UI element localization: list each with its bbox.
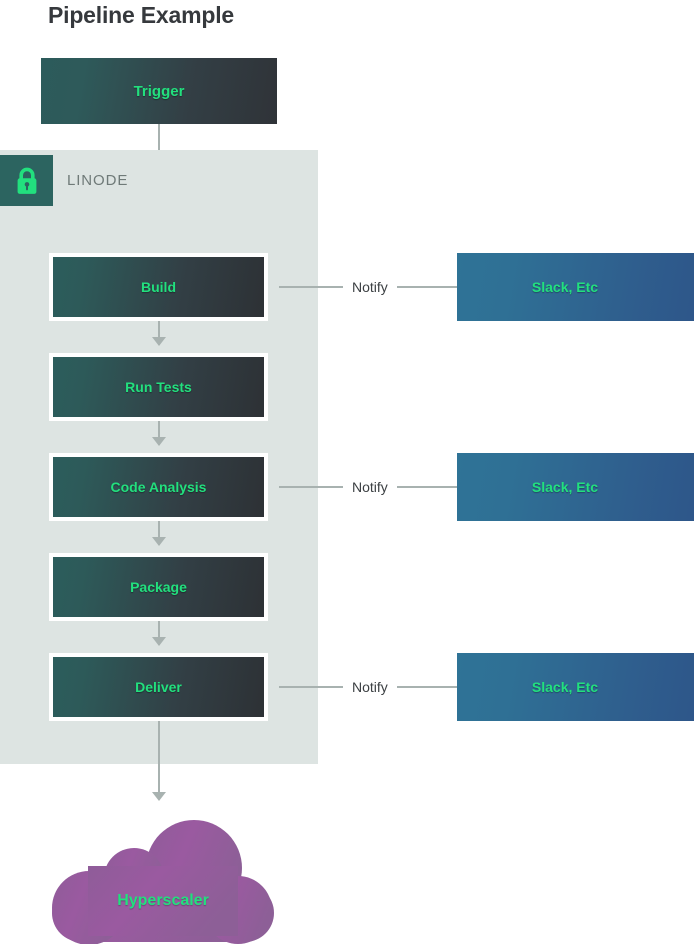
connector-deliver-to-hyperscaler [158,721,160,794]
connector-code-analysis-to-package [158,521,160,545]
page-title: Pipeline Example [48,2,234,28]
node-run-tests-label: Run Tests [125,379,192,395]
arrowhead-code-analysis-to-package [152,537,166,546]
arrowhead-run-tests-to-code-analysis [152,437,166,446]
node-package[interactable]: Package [49,553,268,621]
cloud-shape [52,820,274,945]
lock-icon [17,167,36,194]
notify-edge-build: Notify [277,253,479,321]
node-code-analysis-label: Code Analysis [110,479,207,495]
node-slack-build[interactable]: Slack, Etc [457,253,694,321]
notify-line-left [279,486,343,488]
node-hyperscaler[interactable]: Hyperscaler [48,816,278,945]
linode-zone-label: LINODE [67,172,129,189]
notify-label-deliver: Notify [352,679,388,695]
arrowhead-build-to-run-tests [152,337,166,346]
node-package-label: Package [130,579,187,595]
node-slack-build-label: Slack, Etc [531,279,599,295]
node-build-label: Build [141,279,176,295]
node-run-tests[interactable]: Run Tests [49,353,268,421]
node-deliver[interactable]: Deliver [49,653,268,721]
notify-label-build: Notify [352,279,388,295]
notify-line-left [279,286,343,288]
node-trigger-label: Trigger [133,82,185,100]
arrowhead-deliver-to-hyperscaler [152,792,166,801]
node-build[interactable]: Build [49,253,268,321]
notify-edge-code-analysis: Notify [277,453,479,521]
node-slack-deliver-label: Slack, Etc [531,679,599,695]
node-slack-code-analysis-label: Slack, Etc [531,479,599,495]
connector-package-to-deliver [158,621,160,645]
node-slack-deliver[interactable]: Slack, Etc [457,653,694,721]
node-deliver-label: Deliver [135,679,182,695]
node-slack-code-analysis[interactable]: Slack, Etc [457,453,694,521]
arrowhead-package-to-deliver [152,637,166,646]
notify-edge-deliver: Notify [277,653,479,721]
connector-build-to-run-tests [158,321,160,345]
notify-line-left [279,686,343,688]
notify-label-code-analysis: Notify [352,479,388,495]
node-code-analysis[interactable]: Code Analysis [49,453,268,521]
node-trigger[interactable]: Trigger [41,58,277,124]
linode-badge [0,155,53,206]
connector-run-tests-to-code-analysis [158,421,160,445]
